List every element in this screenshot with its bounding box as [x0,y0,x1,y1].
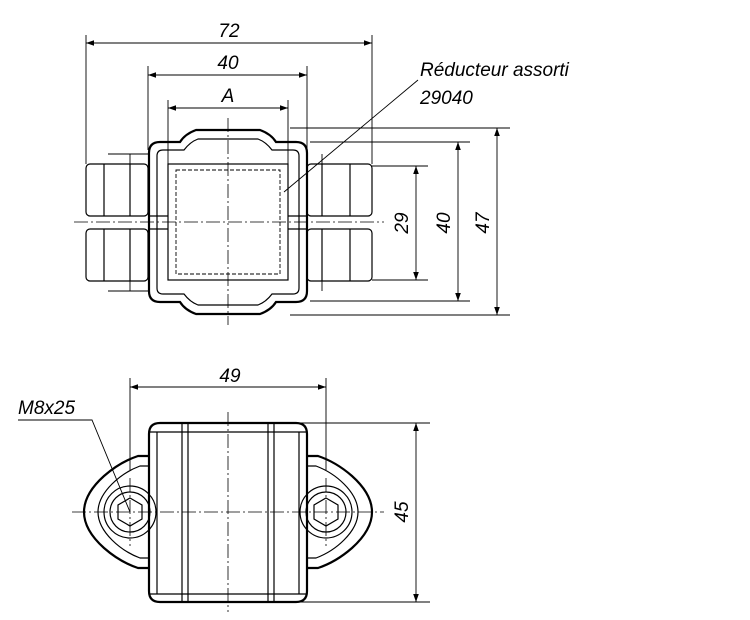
left-bolt-wing [85,153,149,292]
dim-label-49: 49 [219,366,241,387]
dim-label-a: A [221,86,235,107]
right-bolt-wing [306,154,373,291]
dim-label-40-vertical: 40 [434,212,455,234]
dim-label-47: 47 [473,211,494,234]
top-view: 72 40 A 29 40 47 Réducteur assorti 29040 [74,21,570,325]
callout-leader-line [283,79,419,193]
screw-leader-line [18,419,131,513]
dim-label-72: 72 [218,21,240,42]
front-view: 49 45 M8x25 [18,366,430,612]
screw-label: M8x25 [18,398,75,419]
callout-label-line1: Réducteur assorti [420,60,570,81]
callout-label-line2: 29040 [419,88,473,109]
top-view-extension-lines [85,35,510,316]
dim-label-40-horizontal: 40 [217,53,239,74]
dim-label-29: 29 [392,212,413,235]
clamp-body-front [147,421,309,604]
dim-label-45: 45 [392,501,413,523]
